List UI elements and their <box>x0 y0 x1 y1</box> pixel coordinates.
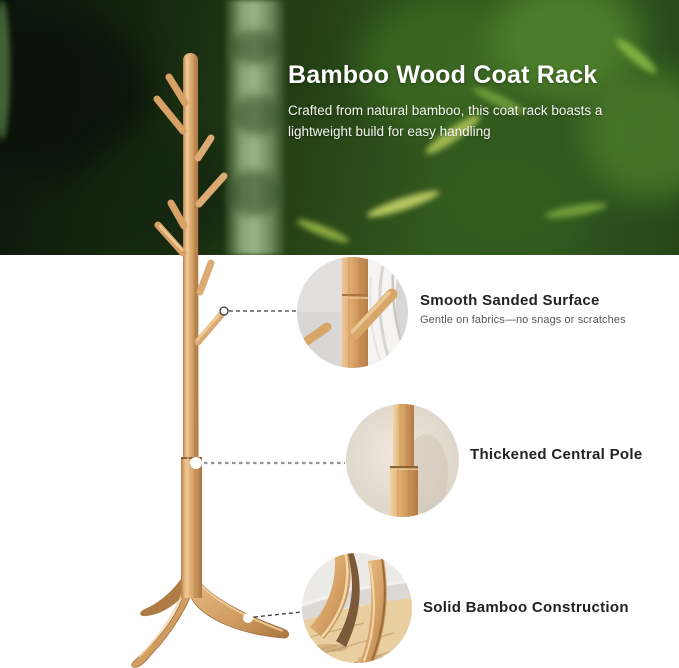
rack-pole-joint-seam <box>181 457 202 459</box>
leader-dashed-line <box>253 611 303 618</box>
smooth-surface-closeup <box>297 257 408 368</box>
rack-hook <box>194 310 226 346</box>
callout-marker-dot <box>190 457 202 469</box>
foliage-blob <box>440 140 590 255</box>
leader-1 <box>219 306 296 316</box>
foliage-blob <box>90 130 240 255</box>
rack-leg-right-highlight <box>196 579 284 632</box>
rack-leg-front-left <box>131 585 191 668</box>
rack-pole-lower <box>181 458 202 598</box>
rack-base-legs <box>131 574 289 668</box>
callout-photo-central-pole <box>346 404 459 517</box>
base-legs-closeup <box>302 553 412 663</box>
bamboo-forest-photo <box>0 0 679 255</box>
callout-photo-base-construction <box>302 553 412 663</box>
bamboo-leaf <box>295 215 351 247</box>
page-title: Bamboo Wood Coat Rack <box>288 61 598 89</box>
left-bamboo-stalk <box>0 0 10 140</box>
rack-hook <box>196 259 215 296</box>
feature-title-central-pole: Thickened Central Pole <box>470 446 643 463</box>
page-subtitle: Crafted from natural bamboo, this coat r… <box>288 103 603 139</box>
rack-leg-front-left-highlight <box>138 591 184 658</box>
callout-photo-smooth-surface <box>297 257 408 368</box>
foliage-blob <box>360 0 510 130</box>
callout-marker-dot <box>243 613 253 623</box>
bamboo-leaf <box>365 186 441 222</box>
feature-title-bamboo-construction: Solid Bamboo Construction <box>423 599 629 616</box>
feature-title-smooth-surface: Smooth Sanded Surface <box>420 292 600 309</box>
leader-2 <box>190 457 345 469</box>
callout-marker-dot <box>219 306 229 316</box>
feature-description-smooth-surface: Gentle on fabrics—no snags or scratches <box>420 314 626 326</box>
central-pole-closeup <box>346 404 459 517</box>
rack-leg-right <box>189 574 289 639</box>
leader-3 <box>243 611 303 623</box>
stalk-leaf-shadow <box>226 170 282 216</box>
rack-hook-highlight <box>195 313 221 342</box>
stalk-leaf-shadow <box>228 30 282 64</box>
stalk-leaf-shadow <box>232 95 282 135</box>
rack-leg-back <box>140 576 186 617</box>
